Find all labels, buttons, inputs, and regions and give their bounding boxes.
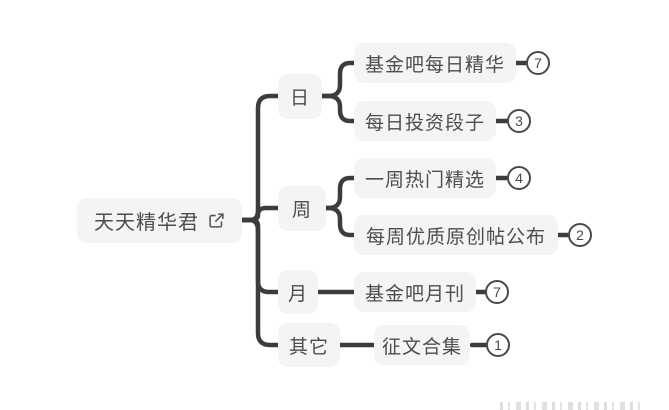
branch-node-other[interactable]: 其它 bbox=[278, 323, 340, 367]
leaf-node-weekly-hot[interactable]: 一周热门精选 bbox=[354, 158, 496, 198]
branch-node-day[interactable]: 日 bbox=[278, 74, 322, 119]
root-node-label: 天天精华君 bbox=[94, 212, 199, 234]
leaf-node-daily-jokes[interactable]: 每日投资段子 bbox=[354, 101, 496, 141]
branch-node-month[interactable]: 月 bbox=[278, 270, 318, 314]
leaf-node-monthly-journal[interactable]: 基金吧月刊 bbox=[354, 272, 476, 312]
leaf-node-label: 每日投资段子 bbox=[364, 112, 485, 134]
leaf-node-essay-collection[interactable]: 征文合集 bbox=[374, 325, 470, 365]
external-link-icon[interactable] bbox=[208, 212, 225, 229]
count-badge[interactable]: 2 bbox=[568, 223, 592, 247]
count-badge[interactable]: 1 bbox=[486, 333, 510, 357]
count-badge[interactable]: 3 bbox=[507, 109, 531, 133]
branch-node-week-label: 周 bbox=[291, 200, 312, 221]
leaf-node-label: 每周优质原创帖公布 bbox=[365, 226, 546, 248]
branch-node-day-label: 日 bbox=[289, 88, 310, 109]
leaf-node-label: 征文合集 bbox=[381, 336, 462, 358]
count-badge[interactable]: 7 bbox=[526, 51, 550, 75]
leaf-node-label: 一周热门精选 bbox=[364, 169, 485, 191]
leaf-node-label: 基金吧月刊 bbox=[364, 283, 465, 305]
branch-node-month-label: 月 bbox=[287, 283, 308, 305]
leaf-node-label: 基金吧每日精华 bbox=[364, 54, 505, 76]
watermark-fragment bbox=[500, 402, 646, 410]
count-badge[interactable]: 4 bbox=[507, 166, 531, 190]
root-node[interactable]: 天天精华君 bbox=[77, 198, 242, 243]
leaf-node-weekly-quality-posts[interactable]: 每周优质原创帖公布 bbox=[354, 215, 558, 255]
leaf-node-daily-highlights[interactable]: 基金吧每日精华 bbox=[354, 43, 516, 83]
count-badge[interactable]: 7 bbox=[485, 280, 509, 304]
branch-node-other-label: 其它 bbox=[288, 336, 329, 358]
branch-node-week[interactable]: 周 bbox=[278, 186, 326, 231]
